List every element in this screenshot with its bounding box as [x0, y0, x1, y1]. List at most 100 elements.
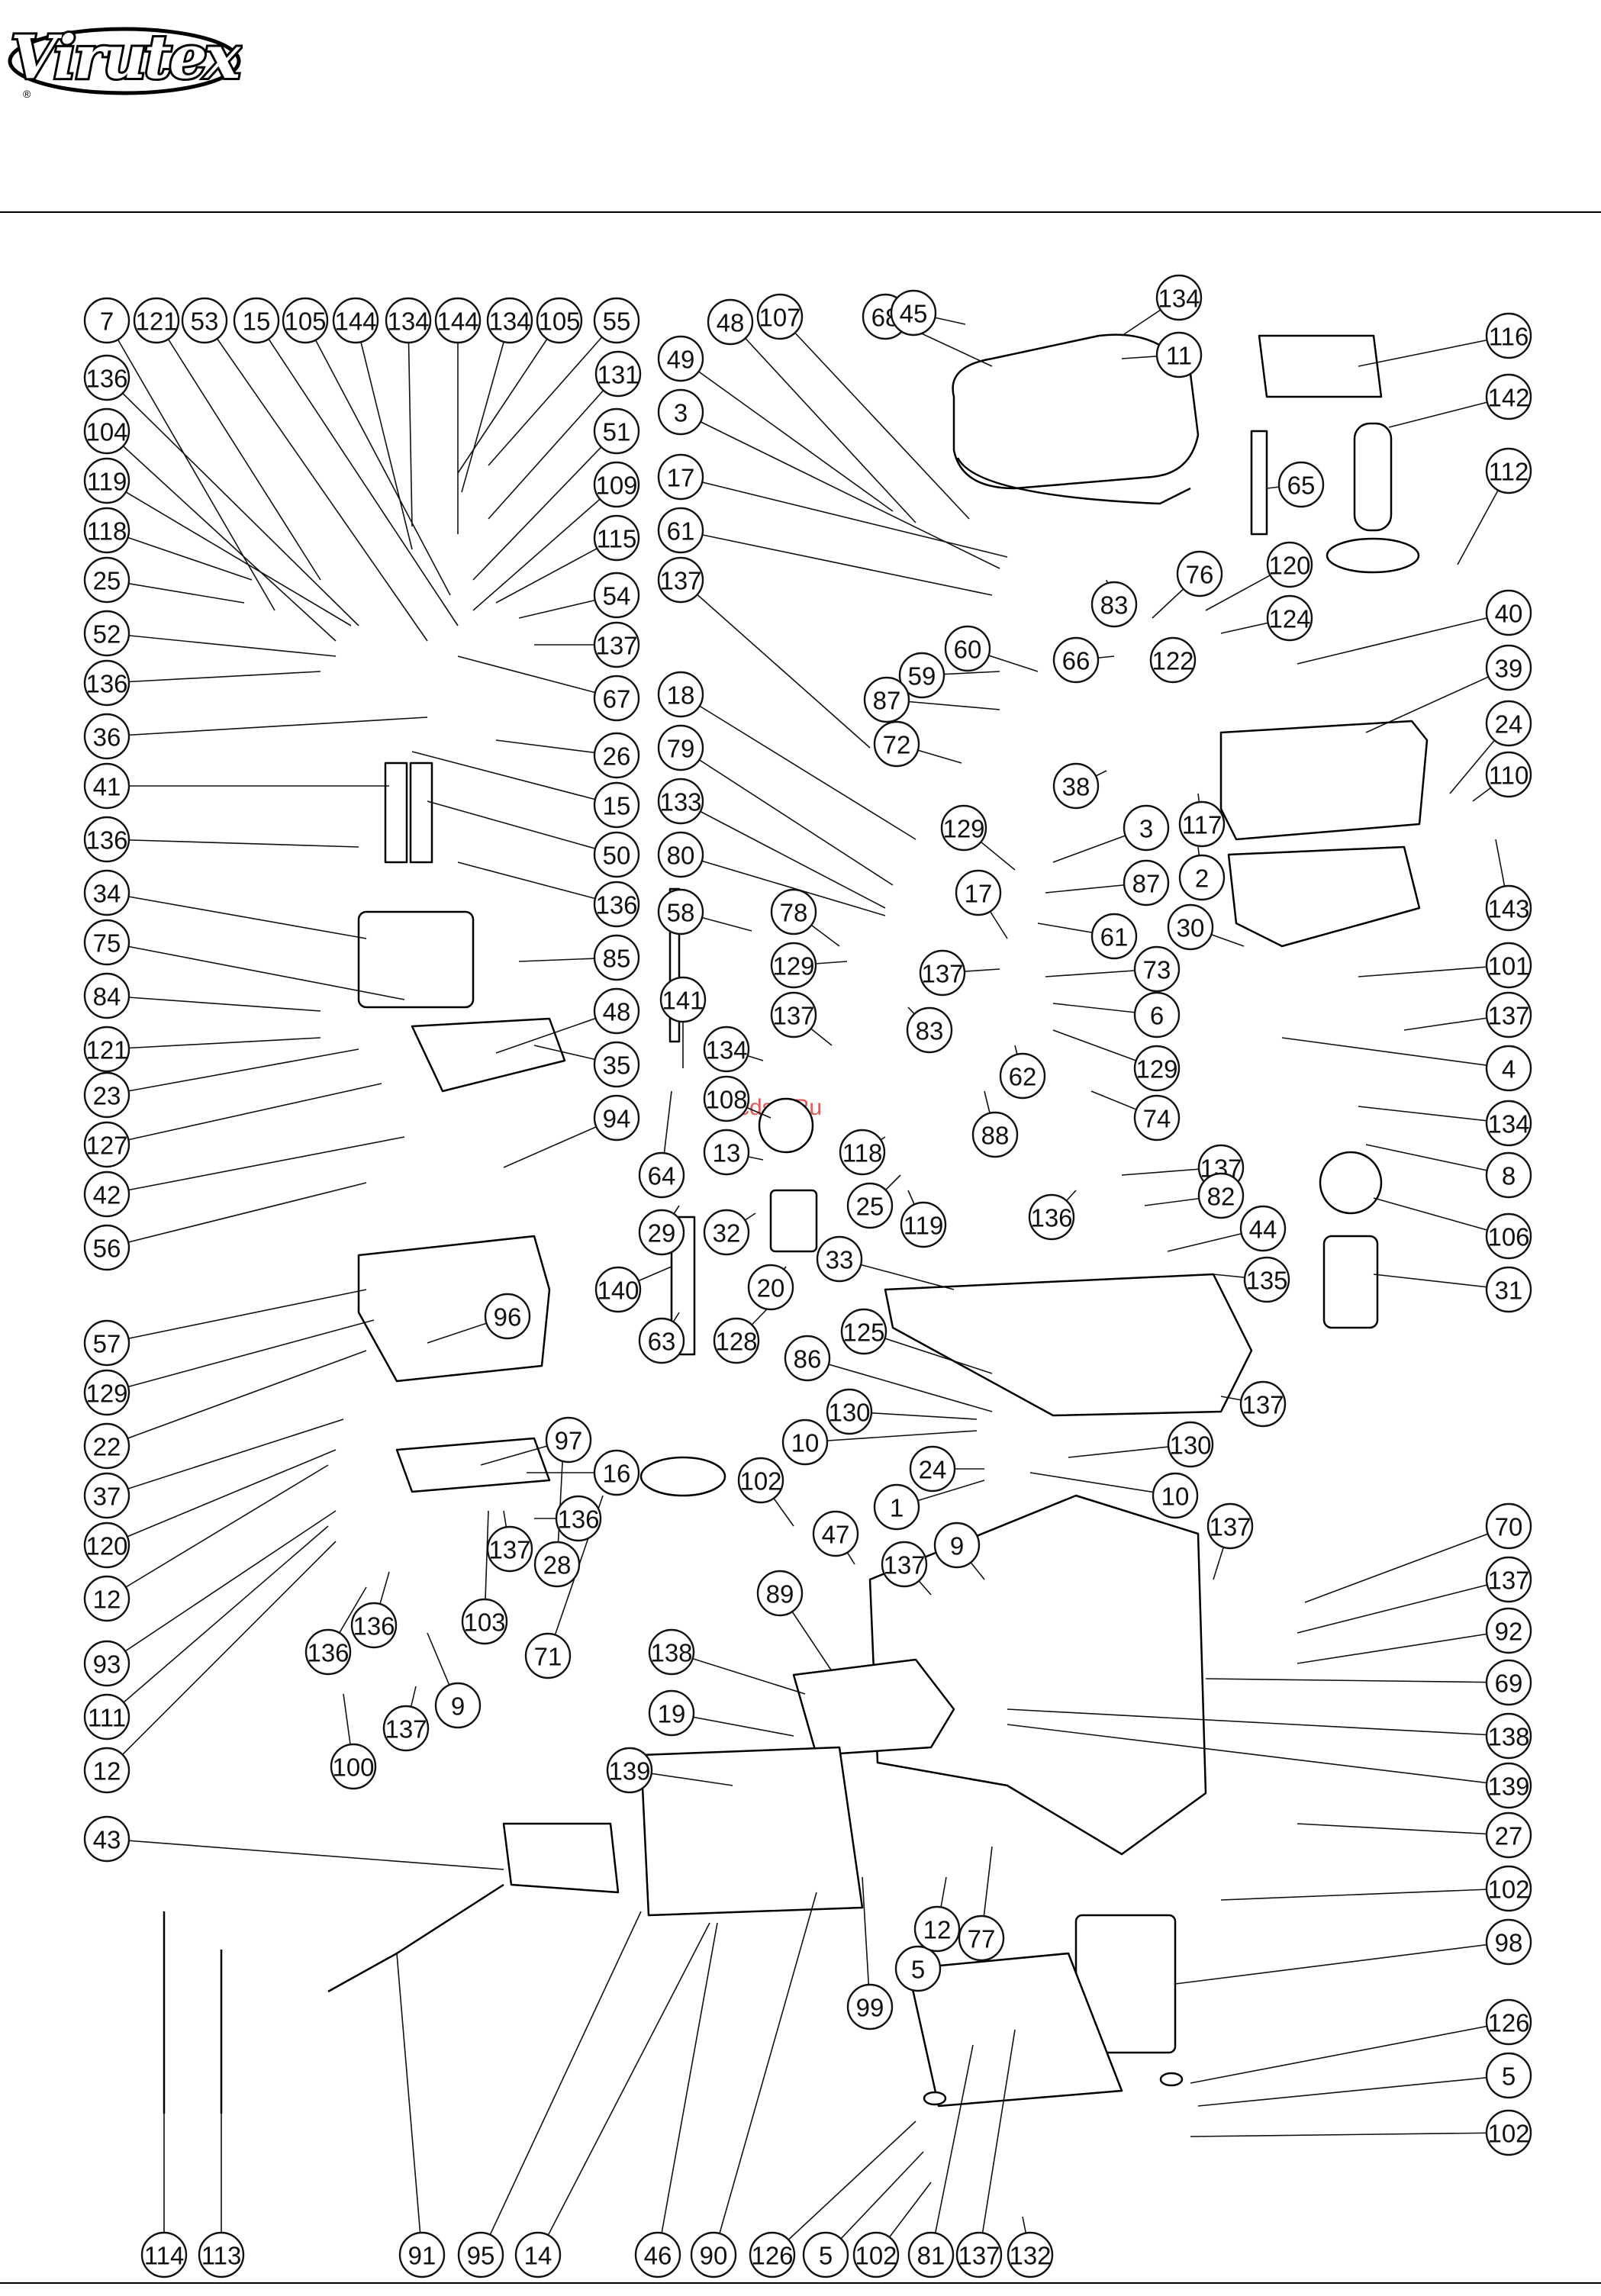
callout-number: 139 — [1487, 1773, 1529, 1801]
part-callout: 134 — [1485, 1100, 1532, 1147]
part-callout: 136 — [83, 354, 130, 401]
part-callout: 121 — [83, 1026, 130, 1073]
leader-line — [106, 1350, 367, 1447]
leader-line — [457, 320, 560, 474]
callout-circle — [83, 354, 130, 401]
callout-circle — [1485, 1607, 1532, 1654]
part-callout: 63 — [638, 1317, 685, 1364]
part-callout: 115 — [593, 514, 640, 562]
callout-number: 75 — [93, 929, 121, 958]
part-callout: 134 — [703, 1026, 750, 1073]
part-callout: 32 — [703, 1209, 750, 1256]
callout-number: 119 — [87, 468, 127, 496]
callout-number: 99 — [856, 1994, 884, 2022]
leader-line — [355, 320, 413, 550]
part-callout: 27 — [1485, 1811, 1532, 1859]
callout-circle — [1485, 1762, 1532, 1809]
callout-number: 19 — [658, 1700, 686, 1728]
callout-number: 105 — [538, 308, 580, 336]
callout-circle — [83, 610, 130, 657]
part-callout: 64 — [638, 1151, 685, 1199]
part-callout: 121 — [133, 297, 180, 344]
leader-line — [680, 579, 871, 749]
label-plate-part — [1258, 334, 1383, 398]
callout-number: 56 — [93, 1235, 121, 1263]
leader-line — [106, 1289, 367, 1344]
callout-number: 115 — [597, 525, 637, 553]
callout-circle — [181, 297, 228, 344]
part-callout: 114 — [140, 2231, 188, 2278]
leader-line — [1358, 335, 1509, 367]
part-callout: 137 — [1485, 1556, 1532, 1603]
callout-circle — [514, 2231, 562, 2278]
callout-circle — [638, 1151, 685, 1199]
leader-line — [1297, 612, 1509, 665]
callout-number: 83 — [916, 1017, 944, 1045]
part-callout: 14 — [514, 2231, 562, 2278]
part-callout: 84 — [83, 972, 130, 1019]
callout-number: 58 — [667, 899, 695, 927]
callout-number: 134 — [705, 1036, 747, 1064]
part-callout: 118 — [83, 507, 130, 554]
part-callout: 93 — [83, 1640, 130, 1687]
callout-number: 17 — [667, 464, 695, 492]
leader-line — [671, 1651, 806, 1695]
callout-circle — [1485, 884, 1532, 932]
leader-line — [807, 1357, 993, 1412]
leader-line — [1304, 1525, 1509, 1603]
callout-circle — [846, 1983, 894, 2030]
top-plate-part — [1219, 720, 1429, 841]
callout-number: 67 — [603, 685, 631, 713]
callout-number: 13 — [713, 1139, 741, 1167]
part-callout: 41 — [83, 762, 130, 810]
leader-line — [106, 320, 275, 611]
callout-number: 25 — [93, 567, 121, 595]
part-callout: 10 — [1152, 1472, 1199, 1519]
callout-circle — [1239, 1205, 1287, 1252]
callout-circle — [83, 457, 130, 504]
callout-circle — [606, 1747, 653, 1794]
callout-number: 48 — [717, 309, 745, 337]
callout-circle — [555, 1495, 602, 1542]
callout-number: 47 — [822, 1521, 850, 1549]
callout-circle — [955, 2231, 1003, 2278]
part-callout: 139 — [1485, 1762, 1532, 1809]
part-callout: 137 — [657, 556, 704, 604]
callout-circle — [457, 2231, 504, 2278]
part-callout: 136 — [593, 881, 640, 928]
callout-number: 132 — [1009, 2242, 1051, 2270]
part-callout: 56 — [83, 1224, 130, 1271]
callout-number: 15 — [603, 792, 631, 820]
callout-number: 92 — [1495, 1618, 1523, 1646]
part-callout: 116 — [1485, 312, 1532, 359]
part-callout: 100 — [330, 1743, 377, 1790]
leader-line — [680, 694, 916, 840]
leader-line — [1190, 2132, 1509, 2137]
callout-circle — [638, 1209, 685, 1256]
leader-line — [457, 655, 617, 699]
leader-line — [106, 633, 337, 657]
part-callout: 137 — [1239, 1380, 1287, 1428]
callout-number: 137 — [1209, 1513, 1251, 1541]
callout-circle — [1090, 581, 1138, 628]
leader-line — [1190, 2021, 1509, 2084]
leader-line — [1358, 1106, 1509, 1124]
callout-circle — [434, 1682, 482, 1729]
callout-number: 129 — [942, 815, 984, 843]
callout-circle — [1007, 2231, 1054, 2278]
part-callout: 59 — [898, 652, 945, 699]
callout-circle — [713, 1317, 760, 1364]
leader-line — [106, 530, 253, 581]
callout-number: 134 — [1487, 1110, 1529, 1138]
part-callout: 47 — [812, 1510, 859, 1557]
callout-circle — [971, 1111, 1019, 1158]
callout-number: 15 — [243, 308, 271, 336]
logo-wordmark: Virutex — [11, 23, 241, 92]
leader-line — [680, 800, 886, 909]
callout-number: 137 — [595, 632, 637, 660]
part-callout: 87 — [863, 676, 910, 723]
part-callout: 129 — [770, 942, 817, 989]
callout-number: 57 — [93, 1330, 121, 1358]
callout-number: 28 — [543, 1551, 572, 1580]
part-callout: 46 — [634, 2231, 681, 2278]
